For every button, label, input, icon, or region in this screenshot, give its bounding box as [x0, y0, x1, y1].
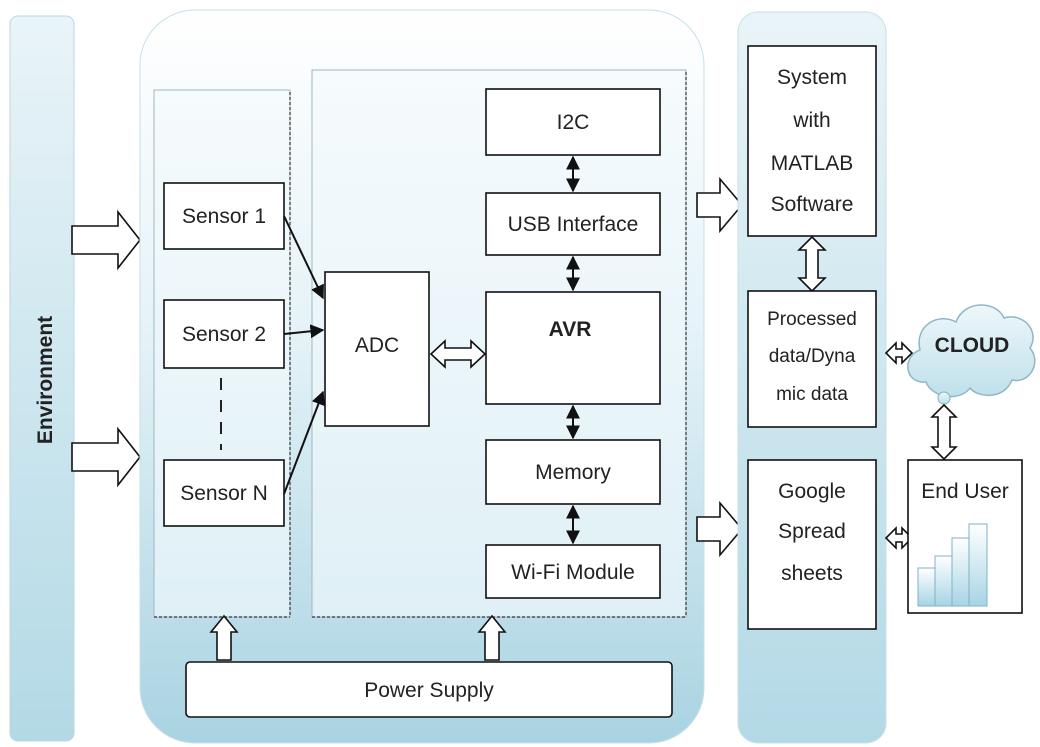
processed-line-2: data/Dyna [769, 346, 856, 367]
processed-cloud-link [884, 341, 914, 365]
sensor-1-to-adc [283, 215, 324, 300]
sensor-n-box: Sensor N [163, 459, 285, 527]
power-to-sensors-arrow [209, 614, 239, 661]
sensor-1-box: Sensor 1 [163, 182, 285, 250]
processed-line-1: Processed [767, 309, 857, 330]
google-line-1: Google [778, 480, 846, 503]
adc-avr-link [429, 339, 487, 369]
sensor-2-label: Sensor 2 [182, 323, 266, 346]
memory-box: Memory [485, 439, 661, 505]
cloud-enduser-link [930, 403, 958, 461]
matlab-line-3: MATLAB [771, 152, 853, 175]
environment-panel: Environment [9, 15, 75, 742]
end-user-label: End User [921, 480, 1009, 503]
environment-label: Environment [34, 316, 57, 444]
usb-interface-label: USB Interface [508, 213, 639, 236]
google-sheets-box: Google Spread sheets [747, 459, 877, 630]
processed-line-3: mic data [776, 384, 848, 405]
power-supply-label: Power Supply [364, 679, 494, 702]
env-input-arrow-bottom [71, 426, 142, 488]
env-input-arrow-top [71, 209, 142, 271]
sensor-1-label: Sensor 1 [182, 205, 266, 228]
sensor-n-to-adc [283, 390, 326, 495]
bar-chart-icon [917, 523, 988, 607]
google-line-3: sheets [781, 562, 843, 585]
avr-box: AVR [485, 291, 661, 405]
adc-label: ADC [355, 334, 399, 357]
adc-box: ADC [324, 271, 430, 427]
i2c-box: I2C [485, 88, 661, 156]
processed-data-box: Processed data/Dyna mic data [747, 290, 877, 428]
wifi-module-box: Wi-Fi Module [485, 544, 661, 599]
matlab-system-box: System with MATLAB Software [747, 45, 877, 237]
cloud-label: CLOUD [935, 334, 1010, 357]
usb-interface-box: USB Interface [485, 192, 661, 256]
google-line-2: Spread [778, 520, 846, 543]
matlab-line-1: System [777, 66, 847, 89]
wifi-module-label: Wi-Fi Module [511, 561, 635, 584]
usb-to-matlab-arrow [696, 176, 744, 234]
end-user-box: End User [907, 459, 1023, 614]
i2c-label: I2C [557, 111, 590, 134]
memory-label: Memory [535, 461, 611, 484]
sensor-2-to-adc [283, 324, 325, 339]
power-to-controller-arrow [477, 614, 507, 661]
wifi-to-google-arrow [696, 500, 744, 558]
avr-label: AVR [549, 318, 592, 341]
sensor-2-box: Sensor 2 [163, 299, 285, 369]
power-supply-box: Power Supply [185, 661, 673, 718]
sensor-n-label: Sensor N [180, 482, 268, 505]
matlab-line-4: Software [771, 193, 854, 216]
cloud-shape: CLOUD [907, 304, 1036, 405]
matlab-line-2: with [792, 109, 830, 132]
